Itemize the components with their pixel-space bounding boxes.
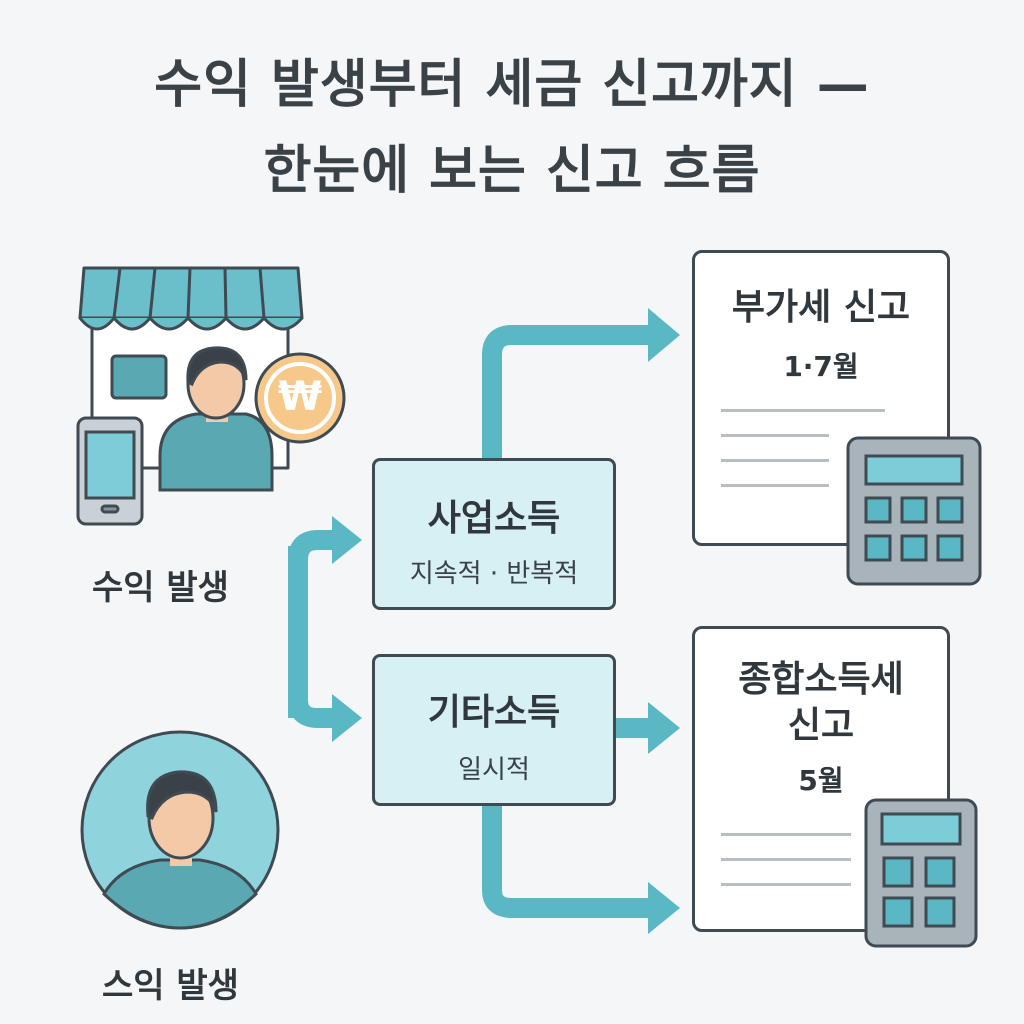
vat-filing-title: 부가세 신고 — [731, 287, 911, 328]
arrowhead — [648, 702, 680, 754]
title-line-2: 한눈에 보는 신고 흐름 — [263, 141, 761, 201]
income-tax-filing-title: 종합소득세 — [738, 659, 904, 700]
vat-filing-period: 1·7월 — [783, 350, 859, 383]
income-tax-filing-title-2: 신고 — [787, 705, 855, 746]
other-income-title: 기타소득 — [427, 692, 561, 733]
coin-icon — [254, 352, 346, 444]
document-lines — [721, 409, 885, 487]
document-lines — [721, 833, 851, 886]
arrow-other-down — [482, 806, 650, 918]
person-avatar-icon — [80, 730, 280, 930]
arrowhead — [648, 308, 680, 362]
title-line-1: 수익 발생부터 세금 신고까지 — — [154, 55, 870, 115]
arrow-to-other — [288, 699, 335, 728]
arrow-business-to-vat — [482, 325, 650, 458]
arrow-to-business — [288, 530, 335, 561]
arrowhead — [332, 516, 362, 564]
won-symbol: ₩ — [277, 374, 323, 420]
person-icon — [158, 346, 274, 492]
flow-arrows — [288, 325, 650, 918]
arrowhead — [648, 882, 680, 934]
other-income-box: 기타소득 일시적 — [372, 654, 616, 806]
business-income-title: 사업소득 — [427, 498, 561, 539]
arrow-heads — [332, 308, 680, 934]
phone-icon — [76, 416, 144, 526]
income-tax-filing-period: 5월 — [798, 764, 844, 797]
arrowhead — [332, 694, 362, 742]
income-tax-filing-document: 종합소득세 신고 5월 — [692, 626, 950, 932]
business-income-desc: 지속적 · 반복적 — [409, 559, 579, 589]
other-income-desc: 일시적 — [458, 755, 530, 785]
person-source-label: 스익 발생 — [102, 966, 239, 1006]
business-income-box: 사업소득 지속적 · 반복적 — [372, 458, 616, 610]
shop-source-label: 수익 발생 — [92, 568, 229, 608]
vat-filing-document: 부가세 신고 1·7월 — [692, 250, 950, 546]
